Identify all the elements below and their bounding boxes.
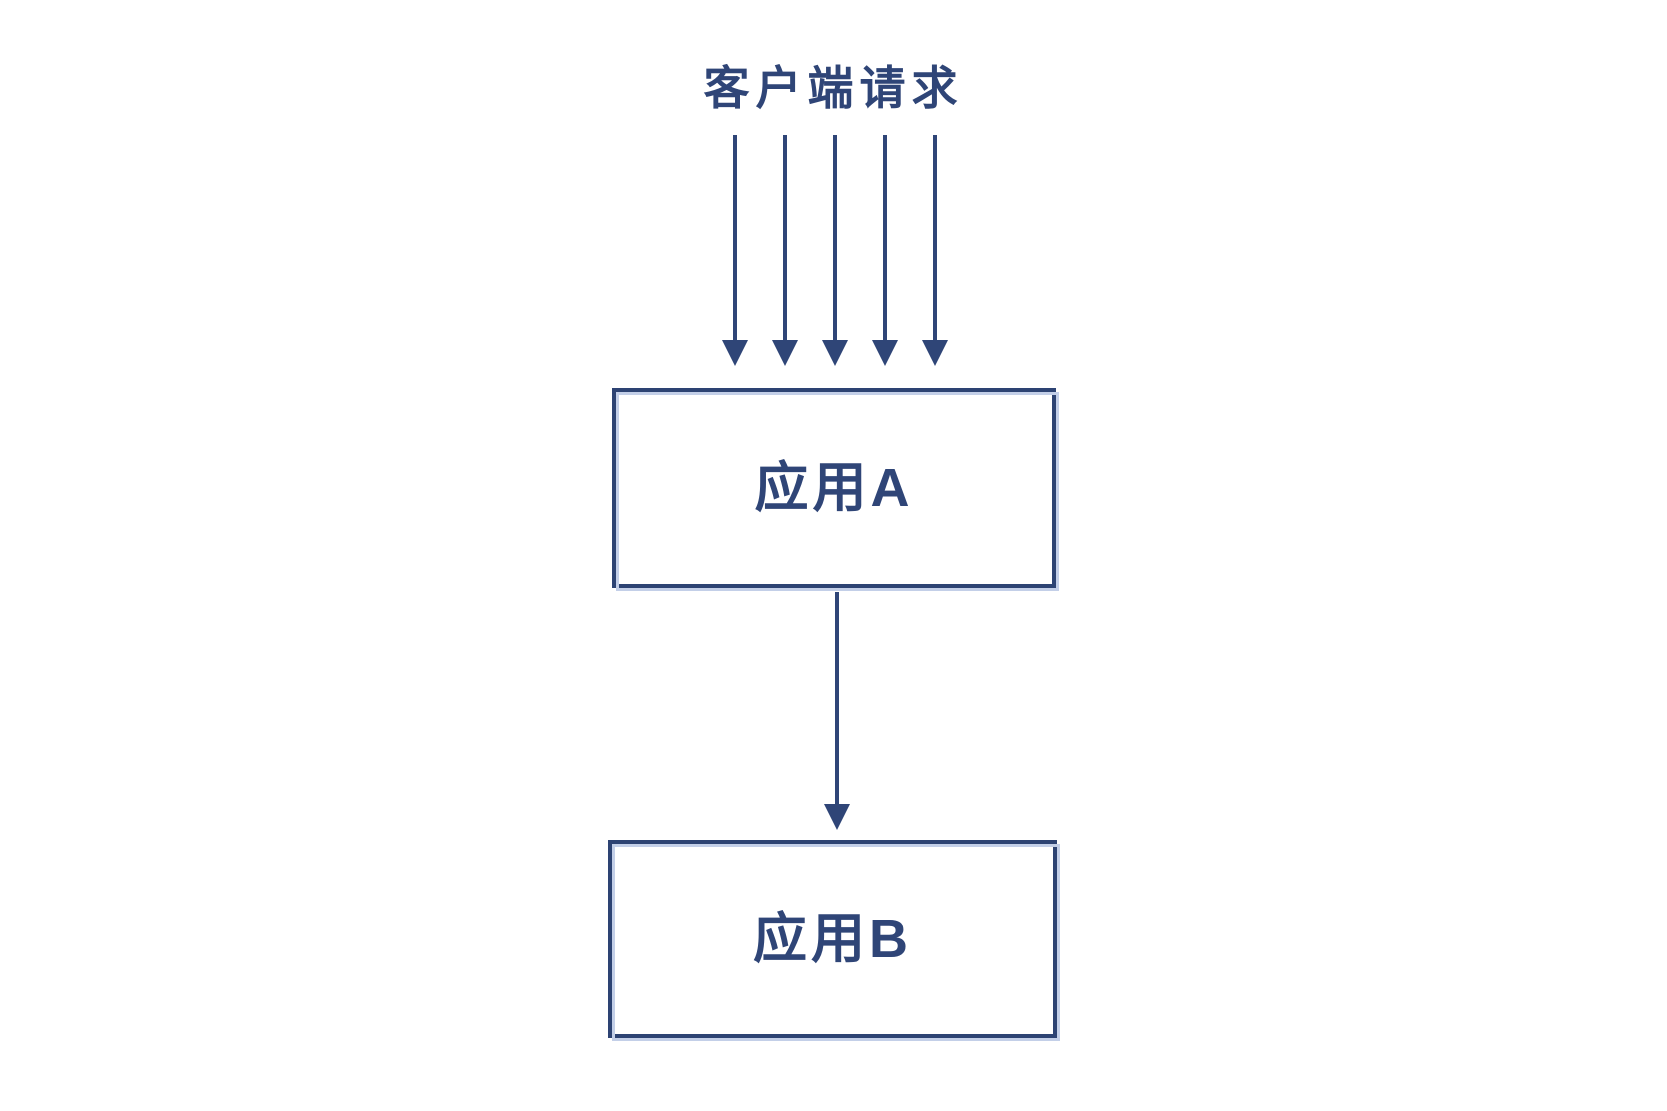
- box-application-a: 应用A: [612, 388, 1059, 591]
- box-application-b-label: 应用B: [753, 908, 912, 969]
- arrow-shaft: [933, 135, 937, 345]
- arrow-shaft: [835, 592, 839, 808]
- arrow-shaft: [833, 135, 837, 345]
- box-application-a-label: 应用A: [754, 457, 914, 518]
- down-arrow-icon: [872, 135, 898, 366]
- arrow-a-to-b: [824, 592, 850, 830]
- box-application-b: 应用B: [608, 840, 1060, 1041]
- arrowhead-icon: [824, 804, 850, 830]
- down-arrow-icon: [922, 135, 948, 366]
- arrowhead-icon: [872, 340, 898, 366]
- arrow-shaft: [783, 135, 787, 345]
- arrowhead-icon: [772, 340, 798, 366]
- diagram-title: 客户端请求: [703, 62, 964, 114]
- down-arrow-icon: [722, 135, 748, 366]
- arrow-shaft: [733, 135, 737, 345]
- arrowhead-icon: [722, 340, 748, 366]
- arrowhead-icon: [822, 340, 848, 366]
- arrowhead-icon: [922, 340, 948, 366]
- down-arrow-icon: [822, 135, 848, 366]
- down-arrow-icon: [772, 135, 798, 366]
- arrow-shaft: [883, 135, 887, 345]
